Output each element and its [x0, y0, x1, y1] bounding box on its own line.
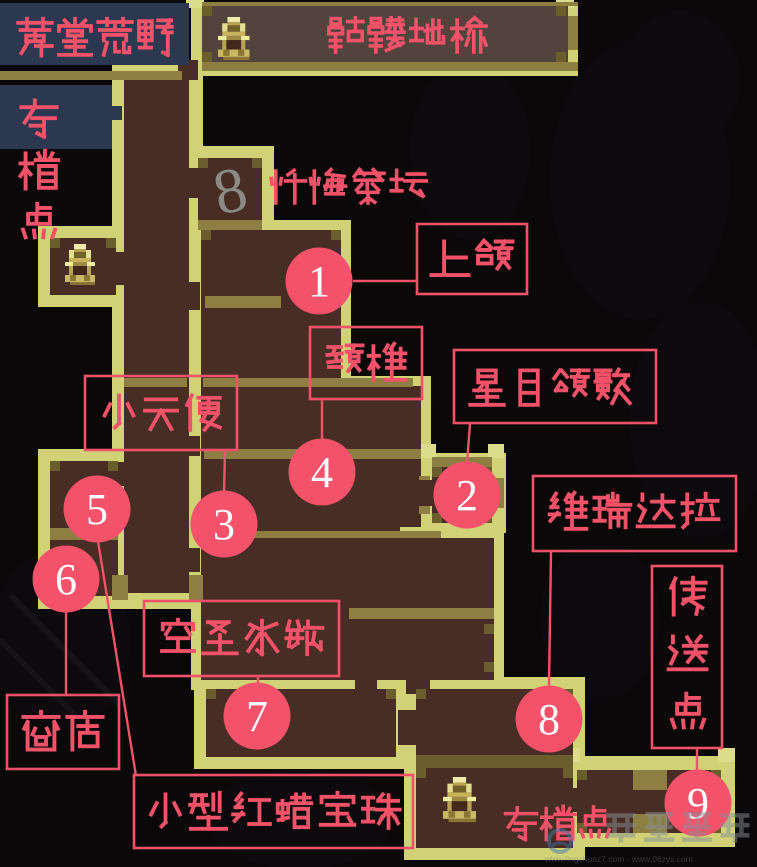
- svg-text:8: 8: [538, 695, 560, 744]
- svg-text:7: 7: [246, 692, 268, 741]
- svg-text:1: 1: [308, 257, 330, 306]
- svg-text:4: 4: [311, 448, 333, 497]
- svg-text:5: 5: [86, 485, 108, 534]
- svg-text:www.lingchunz7.com · www.06zyx: www.lingchunz7.com · www.06zyx.com: [544, 854, 693, 864]
- svg-text:2: 2: [456, 471, 478, 520]
- svg-text:6: 6: [55, 555, 77, 604]
- svg-text:3: 3: [213, 500, 235, 549]
